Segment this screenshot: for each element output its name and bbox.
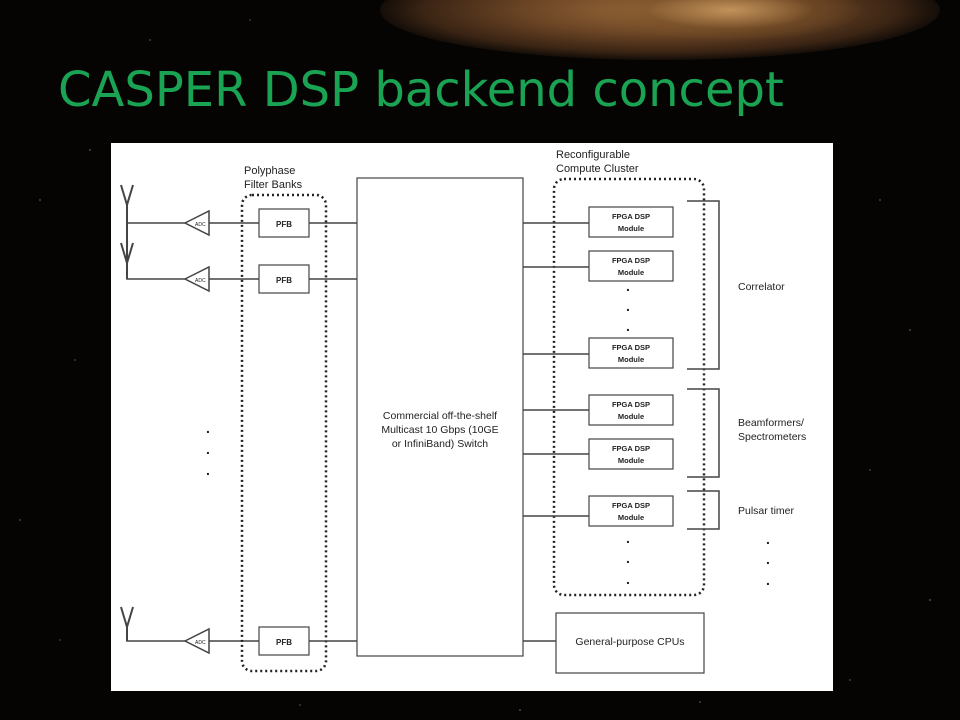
fpga-dsp-module: FPGA DSP Module xyxy=(588,337,674,369)
adc-icon: ADC xyxy=(183,209,210,237)
pfb-group-label: Filter Banks xyxy=(244,179,303,191)
ellipsis-modules-lower: . . . xyxy=(626,530,630,587)
svg-text:FPGA DSP: FPGA DSP xyxy=(612,501,650,510)
cluster-label: Reconfigurable xyxy=(556,149,630,161)
svg-text:.: . xyxy=(206,462,210,478)
svg-text:.: . xyxy=(206,441,210,457)
svg-text:FPGA DSP: FPGA DSP xyxy=(612,212,650,221)
svg-text:.: . xyxy=(626,318,630,334)
svg-text:.: . xyxy=(626,550,630,566)
slide-title: CASPER DSP backend concept xyxy=(58,62,784,118)
ellipsis-right: . . . xyxy=(766,531,770,588)
svg-text:Commercial off-the-shelf: Commercial off-the-shelf xyxy=(383,410,497,422)
antenna-wire xyxy=(126,205,185,642)
group-label-spectrometers: Spectrometers xyxy=(738,431,806,443)
adc-pfb-wire xyxy=(209,222,259,642)
svg-text:FPGA DSP: FPGA DSP xyxy=(612,444,650,453)
group-label-pulsar: Pulsar timer xyxy=(738,505,795,517)
svg-text:PFB: PFB xyxy=(276,220,292,229)
svg-text:PFB: PFB xyxy=(276,276,292,285)
svg-text:.: . xyxy=(206,420,210,436)
general-purpose-cpus: General-purpose CPUs xyxy=(555,612,705,674)
svg-text:Module: Module xyxy=(618,456,644,465)
svg-text:ADC: ADC xyxy=(195,278,206,284)
dsp-block-diagram: ADC ADC ADC Polyphase Filter Banks PFB P… xyxy=(111,143,833,691)
svg-text:.: . xyxy=(766,531,770,547)
correlator-bracket xyxy=(687,200,720,370)
svg-text:General-purpose CPUs: General-purpose CPUs xyxy=(575,636,684,648)
svg-text:.: . xyxy=(626,278,630,294)
pfb-switch-wire xyxy=(309,222,357,642)
ellipsis-left: . . . xyxy=(206,420,210,478)
compute-cluster-box xyxy=(552,177,706,597)
svg-text:Multicast 10 Gbps (10GE: Multicast 10 Gbps (10GE xyxy=(381,424,498,436)
cluster-label: Compute Cluster xyxy=(556,163,639,175)
fpga-dsp-module: FPGA DSP Module xyxy=(588,438,674,470)
svg-text:FPGA DSP: FPGA DSP xyxy=(612,400,650,409)
fpga-dsp-module: FPGA DSP Module xyxy=(588,495,674,527)
svg-text:Module: Module xyxy=(618,268,644,277)
pfb-block: PFB xyxy=(258,626,310,656)
svg-text:Module: Module xyxy=(618,355,644,364)
svg-text:FPGA DSP: FPGA DSP xyxy=(612,343,650,352)
svg-text:.: . xyxy=(626,298,630,314)
adc-icon: ADC xyxy=(183,265,210,293)
pulsar-bracket xyxy=(687,490,720,530)
svg-text:.: . xyxy=(626,571,630,587)
svg-text:ADC: ADC xyxy=(195,640,206,646)
ellipsis-modules-upper: . . . xyxy=(626,278,630,334)
svg-text:FPGA DSP: FPGA DSP xyxy=(612,256,650,265)
pfb-block: PFB xyxy=(258,208,310,238)
svg-text:.: . xyxy=(766,572,770,588)
switch-module-wire xyxy=(523,222,589,642)
adc-icon: ADC xyxy=(183,627,210,655)
group-label-beamformers: Beamformers/ xyxy=(738,417,804,429)
pfb-block: PFB xyxy=(258,264,310,294)
svg-text:ADC: ADC xyxy=(195,222,206,228)
svg-text:Module: Module xyxy=(618,224,644,233)
pfb-group-label: Polyphase xyxy=(244,165,295,177)
fpga-dsp-module: FPGA DSP Module xyxy=(588,206,674,238)
group-label-correlator: Correlator xyxy=(738,281,785,293)
beamformer-bracket xyxy=(687,388,720,478)
svg-text:PFB: PFB xyxy=(276,638,292,647)
network-switch: Commercial off-the-shelf Multicast 10 Gb… xyxy=(356,177,524,657)
svg-text:Module: Module xyxy=(618,412,644,421)
fpga-dsp-module: FPGA DSP Module xyxy=(588,250,674,282)
pfb-group-box xyxy=(240,193,328,673)
svg-text:.: . xyxy=(766,551,770,567)
svg-text:.: . xyxy=(626,530,630,546)
svg-text:Module: Module xyxy=(618,513,644,522)
fpga-dsp-module: FPGA DSP Module xyxy=(588,394,674,426)
svg-text:or InfiniBand) Switch: or InfiniBand) Switch xyxy=(392,438,488,450)
